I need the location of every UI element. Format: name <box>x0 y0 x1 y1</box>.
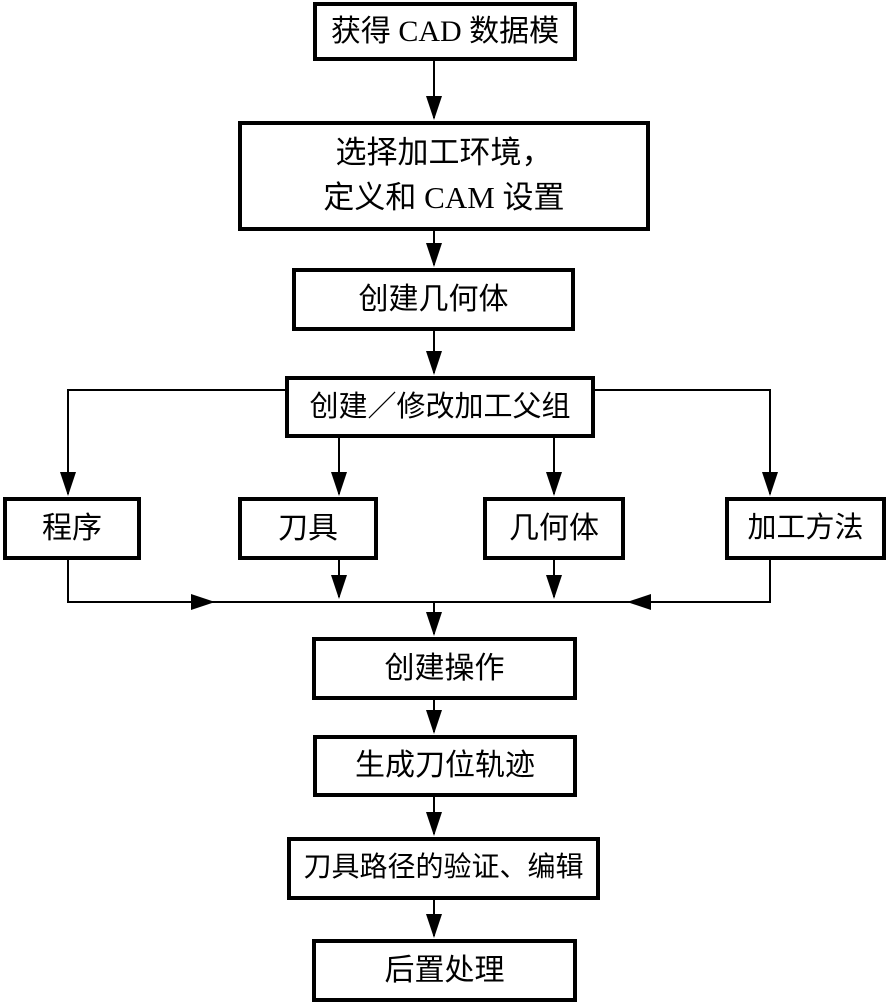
node-create-modify-parent-group: 创建／修改加工父组 <box>285 376 595 438</box>
node-tool: 刀具 <box>238 497 378 560</box>
node-create-modify-parent-group-label: 创建／修改加工父组 <box>309 390 571 423</box>
arrow-method-to-bus <box>627 560 771 610</box>
node-toolpath-verify-edit: 刀具路径的验证、编辑 <box>287 837 600 900</box>
node-tool-label: 刀具 <box>278 511 338 545</box>
node-create-operation-label: 创建操作 <box>384 651 505 685</box>
node-get-cad-model-label: 获得 CAD 数据模 <box>330 14 560 48</box>
node-create-geometry-label: 创建几何体 <box>358 282 509 316</box>
node-select-environment-label: 选择加工环境， 定义和 CAM 设置 <box>323 135 565 215</box>
node-create-operation: 创建操作 <box>312 637 577 700</box>
node-toolpath-verify-edit-label: 刀具路径的验证、编辑 <box>303 852 584 884</box>
node-post-process: 后置处理 <box>312 939 577 1002</box>
arrow-program-to-bus <box>67 560 215 610</box>
node-select-environment: 选择加工环境， 定义和 CAM 设置 <box>238 121 650 231</box>
node-post-process-label: 后置处理 <box>384 953 505 987</box>
node-program-label: 程序 <box>42 511 102 545</box>
arrow-parentgroup-to-program <box>60 389 285 496</box>
node-machining-method-label: 加工方法 <box>747 512 864 545</box>
node-program: 程序 <box>3 497 141 560</box>
node-get-cad-model: 获得 CAD 数据模 <box>313 2 577 61</box>
node-geometry: 几何体 <box>483 497 625 560</box>
node-generate-toolpath: 生成刀位轨迹 <box>313 735 577 797</box>
node-machining-method: 加工方法 <box>725 497 886 560</box>
node-create-geometry: 创建几何体 <box>292 268 575 331</box>
node-generate-toolpath-label: 生成刀位轨迹 <box>355 749 535 783</box>
node-geometry-label: 几何体 <box>509 511 599 545</box>
arrow-parentgroup-to-method <box>595 389 778 496</box>
